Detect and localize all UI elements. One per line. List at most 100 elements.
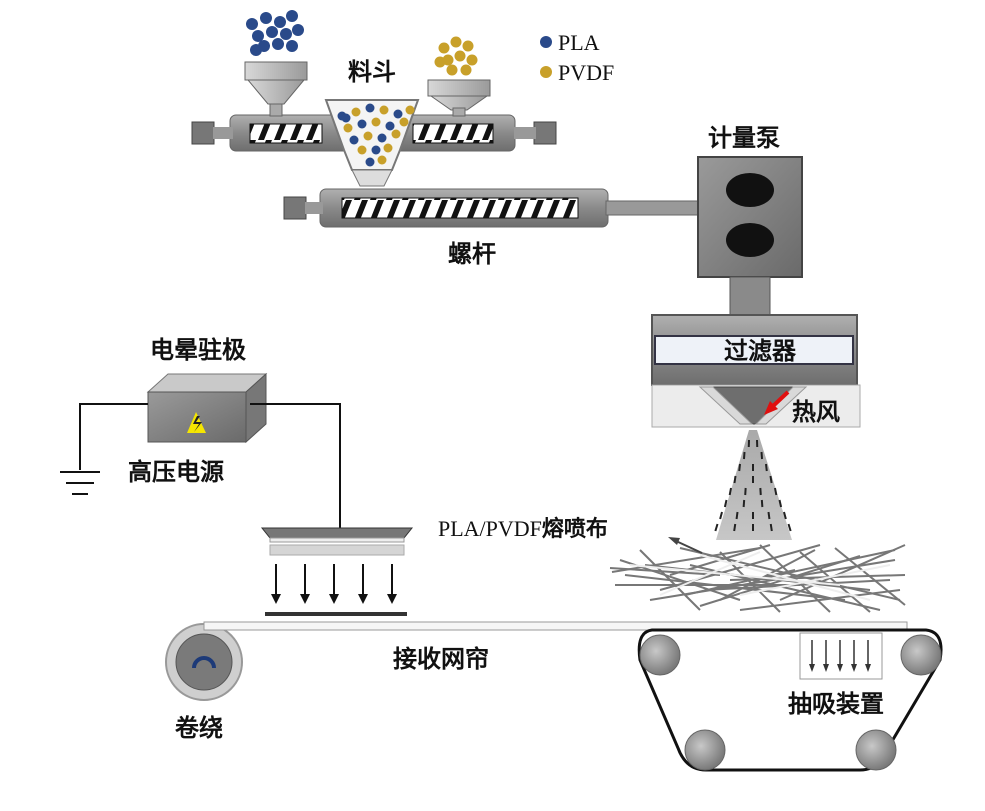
pvdf-pellet <box>343 123 353 133</box>
pvdf-pellet <box>454 50 466 62</box>
legend-pvdf-dot <box>540 66 552 78</box>
ground-symbol-icon <box>60 471 100 495</box>
fiber <box>611 547 761 573</box>
fiber-stream <box>742 499 746 508</box>
collector-belt <box>165 621 943 772</box>
fiber-stream <box>742 451 746 460</box>
pvdf-pellet <box>351 107 361 117</box>
feed-extruder-assembly <box>191 61 701 228</box>
fiber <box>689 564 881 611</box>
fiber <box>739 564 891 596</box>
pla-pellet <box>365 157 375 167</box>
pvdf-pellet <box>466 54 478 66</box>
fiber <box>779 544 906 601</box>
charge-arrow-head <box>271 594 281 604</box>
fiber <box>739 589 901 611</box>
belt-roller-bottom-left <box>684 729 726 771</box>
pvdf-pellet <box>446 64 458 76</box>
fiber <box>699 554 871 601</box>
legend-pla-label: PLA <box>558 30 600 55</box>
suction-arrow-head <box>837 664 843 672</box>
pvdf-feed-hopper <box>427 79 491 117</box>
filter-label: 过滤器 <box>724 337 797 365</box>
electrode-ground-plate <box>265 612 407 616</box>
suction-device-label: 抽吸装置 <box>788 690 884 718</box>
lower-left-end-block <box>283 196 307 220</box>
pvdf-pellet <box>363 131 373 141</box>
pump-gear-bottom <box>726 223 774 257</box>
belt-roller-top-right <box>900 634 942 676</box>
fiber-web <box>609 544 906 613</box>
pvdf-pellet <box>460 64 472 76</box>
pla-pellet <box>250 44 262 56</box>
fiber-stream <box>769 475 773 484</box>
metering-pump <box>697 156 803 316</box>
pvdf-pellet <box>383 143 393 153</box>
fiber <box>719 549 816 601</box>
pvdf-pellet <box>399 117 409 127</box>
fiber <box>759 544 831 613</box>
pvdf-pellet <box>405 105 415 115</box>
fiber-stream <box>719 511 723 520</box>
pvdf-pellet <box>438 42 450 54</box>
pla-pellet <box>252 30 264 42</box>
fiber <box>704 579 891 591</box>
fiber-stream <box>783 511 787 520</box>
pvdf-pellet <box>377 155 387 165</box>
fiber-stream <box>767 511 771 520</box>
pla-pellet <box>286 40 298 52</box>
product-pointer-arrow <box>668 537 703 554</box>
pla-pellet <box>280 28 292 40</box>
high-voltage-source-label: 高压电源 <box>128 458 224 486</box>
charge-arrow-head <box>329 594 339 604</box>
pla-pellet <box>349 135 359 145</box>
pvdf-pellet <box>357 145 367 155</box>
fiber-stream <box>733 523 737 532</box>
upper-left-screw <box>249 123 323 144</box>
fiber <box>609 567 721 576</box>
pellets-group <box>246 10 478 167</box>
electrode-wire <box>250 403 341 528</box>
pump-gear-top <box>726 173 774 207</box>
ground-wire <box>79 403 148 470</box>
fiber-stream <box>760 499 764 508</box>
high-voltage-source-box <box>146 372 268 444</box>
fiber-stream <box>723 499 728 508</box>
fiber-stream <box>714 523 719 532</box>
pla-pellet <box>385 121 395 131</box>
fiber-stream <box>728 487 732 496</box>
pla-pellet <box>266 26 278 38</box>
corona-electrode <box>260 527 414 616</box>
upper-left-end-block <box>191 121 215 145</box>
charge-arrow-head <box>358 594 368 604</box>
meltblown-die <box>651 384 861 428</box>
suction-arrow-head <box>865 664 871 672</box>
pla-feed-hopper <box>244 61 308 117</box>
collector-belt-label: 接收网帘 <box>393 645 489 673</box>
charge-arrows <box>271 564 397 604</box>
charge-arrow-head <box>387 594 397 604</box>
pvdf-pellet <box>371 117 381 127</box>
upper-right-screw <box>412 123 494 144</box>
winding-rotation-icon <box>192 656 216 669</box>
fiber-stream <box>778 499 783 508</box>
legend-pvdf-label: PVDF <box>558 60 614 85</box>
hot-air-arrow <box>764 390 790 415</box>
fiber-stream <box>774 487 778 496</box>
fiber-spray-cone <box>714 430 792 540</box>
fiber-stream <box>787 523 792 532</box>
suction-arrows <box>809 640 871 672</box>
product-label: PLA/PVDF熔喷布 <box>438 516 608 542</box>
pla-pellet <box>286 10 298 22</box>
fiber <box>659 551 761 596</box>
pvdf-pellet <box>450 36 462 48</box>
pvdf-pellet <box>391 129 401 139</box>
pvdf-pellet <box>434 56 446 68</box>
hot-air-label: 热风 <box>792 398 840 426</box>
upper-right-end-block <box>533 121 557 145</box>
charge-arrow-head <box>300 594 310 604</box>
belt-roller-bottom-right <box>855 729 897 771</box>
pla-pellet <box>365 103 375 113</box>
fiber-stream <box>765 463 768 472</box>
fiber-stream <box>760 451 764 460</box>
